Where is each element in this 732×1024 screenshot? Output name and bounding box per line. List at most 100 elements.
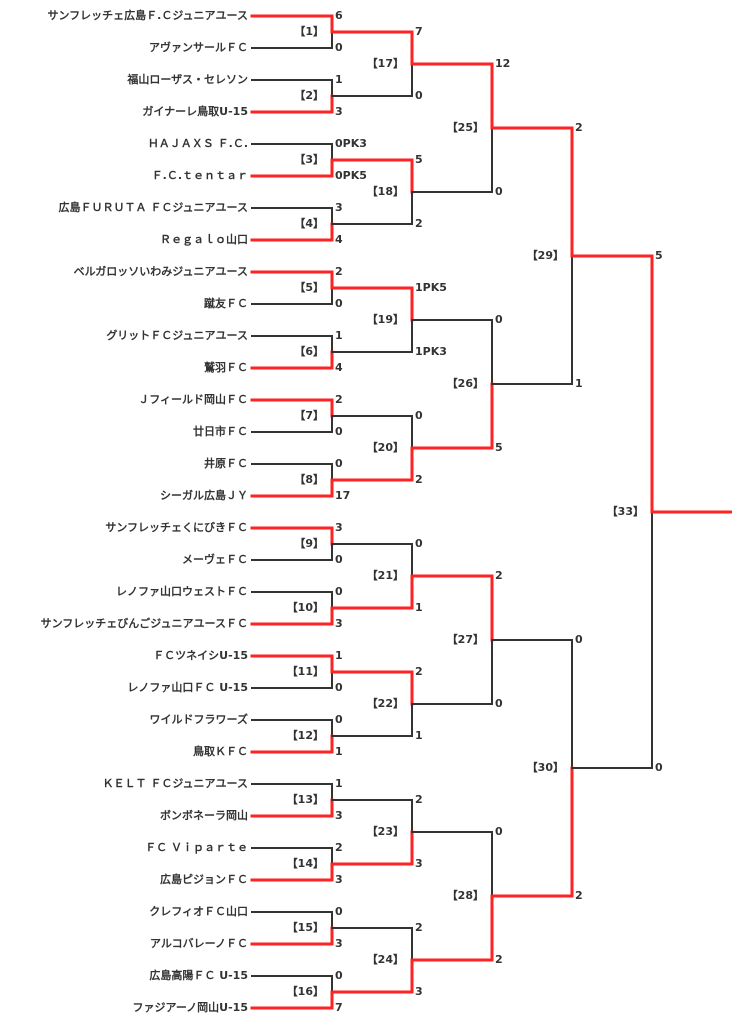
match-number-label: 【17】: [367, 57, 404, 70]
match-number-label: 【1】: [294, 25, 324, 38]
match-score: 17: [335, 489, 350, 502]
team-name: ファジアーノ岡山U-15: [133, 1000, 249, 1014]
team-name: サンフレッチェびんごジュニアユースＦＣ: [41, 616, 248, 630]
match-score: 0: [335, 585, 343, 598]
team-name: 蹴友ＦＣ: [204, 296, 248, 310]
match-score: 2: [495, 953, 503, 966]
match-score: 12: [495, 57, 510, 70]
match-number-label: 【8】: [294, 473, 324, 486]
match-number-label: 【25】: [447, 121, 484, 134]
match-score: 2: [415, 793, 423, 806]
team-name: グリットＦＣジュニアユース: [106, 328, 248, 342]
match-number-label: 【11】: [287, 665, 324, 678]
match-number-label: 【30】: [527, 761, 564, 774]
team-name: 鳥取ＫＦＣ: [193, 744, 248, 758]
team-name: レノファ山口ＦＣ U-15: [127, 680, 248, 694]
team-name: 廿日市ＦＣ: [193, 424, 248, 438]
match-score: 1: [335, 73, 343, 86]
match-score: 1: [335, 777, 343, 790]
team-name: ＨＡＪＡＸＳ Ｆ.Ｃ.: [148, 137, 248, 150]
match-number-label: 【20】: [367, 441, 404, 454]
match-score: 0: [415, 89, 423, 102]
match-score: 2: [335, 393, 343, 406]
match-score: 0PK5: [335, 169, 367, 182]
match-number-label: 【21】: [367, 569, 404, 582]
match-score: 1: [575, 377, 583, 390]
team-name: ワイルドフラワーズ: [150, 712, 248, 726]
match-number-label: 【5】: [294, 281, 324, 294]
match-number-label: 【14】: [287, 857, 324, 870]
team-name: クレフィオＦＣ山口: [149, 904, 248, 918]
match-number-label: 【18】: [367, 185, 404, 198]
match-score: 0: [335, 457, 343, 470]
match-number-label: 【27】: [447, 633, 484, 646]
team-name: ボンボネーラ岡山: [160, 808, 248, 822]
team-name: ガイナーレ鳥取U-15: [142, 104, 248, 118]
match-score: 0: [415, 409, 423, 422]
team-name: ＫＥＬＴ ＦＣジュニアユース: [102, 777, 248, 790]
match-score: 0: [335, 41, 343, 54]
match-score: 3: [335, 521, 343, 534]
team-name: 広島ＦＵＲＵＴＡ ＦＣジュニアユース: [58, 200, 248, 214]
match-number-label: 【6】: [294, 345, 324, 358]
match-number-label: 【7】: [294, 409, 324, 422]
match-score: 1: [415, 729, 423, 742]
team-name: 広島高陽ＦＣ U-15: [149, 968, 248, 982]
match-score: 5: [655, 249, 663, 262]
match-number-label: 【2】: [294, 89, 324, 102]
match-score: 0PK3: [335, 137, 367, 150]
team-name: 井原ＦＣ: [204, 456, 248, 470]
match-score: 7: [335, 1001, 343, 1014]
match-score: 2: [335, 265, 343, 278]
team-name: Ｒｅｇａｌｏ山口: [160, 232, 248, 247]
match-number-label: 【29】: [527, 249, 564, 262]
team-name: レノファ山口ウェストＦＣ: [116, 584, 248, 598]
match-score: 2: [335, 841, 343, 854]
team-name: 鷲羽ＦＣ: [204, 360, 248, 374]
match-score: 1: [335, 745, 343, 758]
match-score: 5: [415, 153, 423, 166]
match-score: 0: [335, 969, 343, 982]
match-number-label: 【13】: [287, 793, 324, 806]
match-score: 5: [495, 441, 503, 454]
match-score: 0: [415, 537, 423, 550]
match-score: 0: [575, 633, 583, 646]
match-number-label: 【19】: [367, 313, 404, 326]
team-name: サンフレッチェくにびきＦＣ: [105, 520, 248, 534]
match-score: 3: [335, 617, 343, 630]
match-number-label: 【3】: [294, 153, 324, 166]
match-score: 7: [415, 25, 423, 38]
team-name: サンフレッチェ広島Ｆ.Ｃジュニアユース: [47, 8, 248, 22]
match-number-label: 【12】: [287, 729, 324, 742]
match-score: 3: [415, 857, 423, 870]
match-score: 2: [575, 889, 583, 902]
team-name: シーガル広島ＪＹ: [160, 488, 248, 502]
match-score: 3: [335, 105, 343, 118]
match-number-label: 【22】: [367, 697, 404, 710]
match-score: 3: [335, 873, 343, 886]
match-number-label: 【26】: [447, 377, 484, 390]
match-score: 0: [335, 905, 343, 918]
match-score: 0: [335, 297, 343, 310]
match-score: 3: [335, 809, 343, 822]
match-number-label: 【16】: [287, 985, 324, 998]
match-score: 1: [335, 329, 343, 342]
match-score: 0: [335, 425, 343, 438]
team-name: 福山ローザス・セレソン: [126, 72, 248, 86]
match-score: 0: [495, 185, 503, 198]
match-score: 0: [655, 761, 663, 774]
team-name: メーヴェＦＣ: [182, 552, 248, 566]
match-score: 1PK5: [415, 281, 447, 294]
match-score: 2: [415, 217, 423, 230]
match-score: 0: [335, 681, 343, 694]
match-score: 3: [335, 937, 343, 950]
match-score: 0: [335, 553, 343, 566]
match-number-label: 【9】: [294, 537, 324, 550]
match-score: 4: [335, 361, 343, 374]
team-name: 広島ピジョンＦＣ: [160, 872, 248, 886]
match-score: 0: [495, 697, 503, 710]
match-score: 3: [415, 985, 423, 998]
match-score: 2: [415, 473, 423, 486]
match-score: 0: [495, 313, 503, 326]
